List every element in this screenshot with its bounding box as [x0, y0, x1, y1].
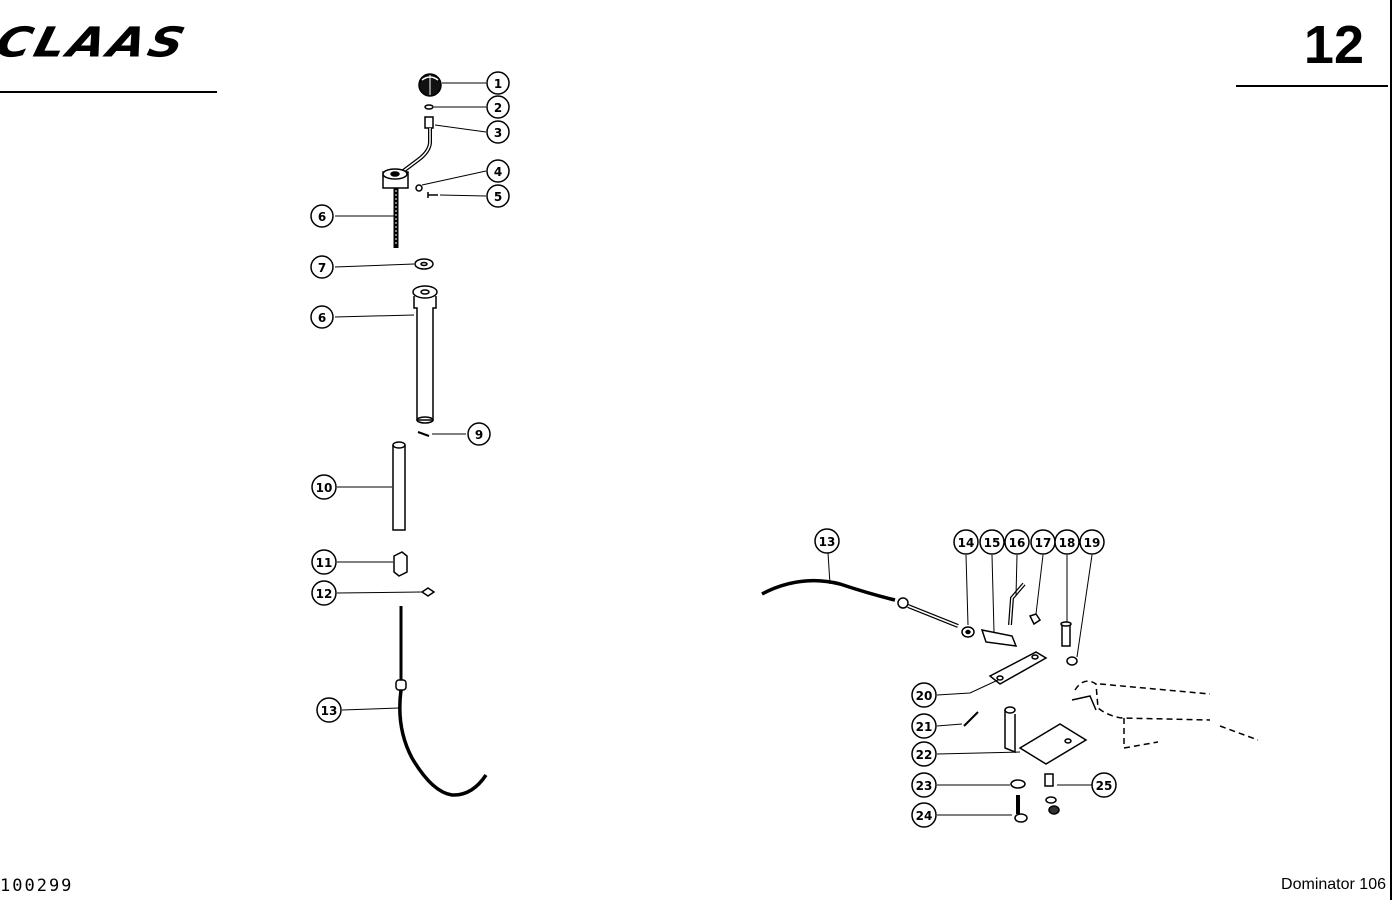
callout-4: 4 [486, 159, 510, 183]
callout-1: 1 [486, 71, 510, 95]
callout-9: 9 [467, 422, 491, 446]
part-small-ring [424, 104, 434, 110]
part-inner-tube-top [392, 441, 406, 449]
part-cotter-pin [963, 711, 979, 727]
part-clevis [980, 629, 1018, 647]
callout-label: 18 [1059, 536, 1076, 550]
part-inner-tube [392, 445, 406, 531]
callout-label: 22 [916, 748, 933, 762]
callout-13-left: 13 [316, 697, 342, 723]
callout-6-shaft: 6 [310, 204, 334, 228]
callout-label: 23 [916, 779, 933, 793]
callout-12: 12 [311, 580, 337, 606]
part-bolt-25 [1044, 773, 1054, 787]
part-nut-25 [1048, 805, 1060, 815]
part-cable [398, 689, 488, 797]
part-housing [1074, 680, 1259, 749]
callout-10: 10 [311, 474, 337, 500]
part-washer-23 [1010, 779, 1026, 789]
callout-18: 18 [1054, 529, 1080, 555]
part-nut [424, 116, 434, 129]
footer-document-code: 100299 [0, 876, 74, 896]
part-bracket [1018, 723, 1088, 765]
gear-lever-assembly [382, 73, 488, 797]
callout-label: 9 [475, 428, 483, 442]
part-lock-washer [415, 184, 423, 192]
callout-label: 2 [494, 101, 502, 115]
part-sleeve [393, 551, 408, 577]
callout-label: 24 [916, 809, 933, 823]
callout-21: 21 [911, 713, 937, 739]
callout-label: 15 [984, 536, 1001, 550]
callout-6-tube: 6 [310, 305, 334, 329]
part-tube-flange [412, 285, 438, 299]
callout-label: 3 [494, 126, 502, 140]
callout-13-right: 13 [814, 528, 840, 554]
page-border [1390, 0, 1392, 900]
callout-20: 20 [911, 682, 937, 708]
callout-label: 25 [1096, 779, 1113, 793]
callout-label: 4 [494, 165, 502, 179]
callout-24: 24 [911, 802, 937, 828]
part-washer [414, 258, 434, 270]
callout-22: 22 [911, 741, 937, 767]
part-bolt-18 [1061, 623, 1071, 647]
part-cable-right [761, 578, 896, 602]
part-nut-19 [1066, 656, 1078, 666]
callout-11: 11 [311, 549, 337, 575]
callout-label: 7 [318, 261, 326, 275]
part-knob [418, 73, 442, 97]
callout-label: 16 [1009, 536, 1026, 550]
callout-19: 19 [1079, 529, 1105, 555]
header-rule-left [0, 91, 217, 93]
callout-label: 13 [321, 704, 338, 718]
callout-15: 15 [979, 529, 1005, 555]
callout-16: 16 [1004, 529, 1030, 555]
callout-label: 11 [316, 556, 333, 570]
callout-label: 10 [316, 481, 333, 495]
callout-label: 1 [494, 77, 502, 91]
linkage-assembly [761, 578, 1259, 823]
callout-label: 5 [494, 190, 502, 204]
part-diamond-clip [420, 587, 436, 597]
callout-5: 5 [486, 184, 510, 208]
part-cable-ferrule [395, 679, 407, 691]
callout-label: 20 [916, 689, 933, 703]
callout-25: 25 [1091, 772, 1117, 798]
callout-label: 17 [1035, 536, 1052, 550]
part-clip [1028, 613, 1042, 626]
part-tube [413, 296, 437, 421]
callout-label: 19 [1084, 536, 1101, 550]
callout-label: 12 [316, 587, 333, 601]
callout-2: 2 [486, 95, 510, 119]
callout-label: 14 [958, 536, 975, 550]
callout-3: 3 [486, 120, 510, 144]
part-lever-arm [400, 128, 432, 174]
part-link-plate [988, 651, 1048, 685]
callout-23: 23 [911, 772, 937, 798]
callout-7: 7 [310, 255, 334, 279]
page-number: 12 [1303, 15, 1364, 75]
part-screw [427, 192, 438, 198]
part-pin [417, 431, 430, 437]
callout-label: 13 [819, 535, 836, 549]
callout-label: 6 [318, 210, 326, 224]
callout-17: 17 [1030, 529, 1056, 555]
leader-lines [334, 82, 1093, 816]
footer-model-name: Dominator 106 [1281, 876, 1386, 893]
header-rule-right [1236, 85, 1388, 87]
callout-label: 6 [318, 311, 326, 325]
callout-14: 14 [953, 529, 979, 555]
callout-label: 21 [916, 720, 933, 734]
